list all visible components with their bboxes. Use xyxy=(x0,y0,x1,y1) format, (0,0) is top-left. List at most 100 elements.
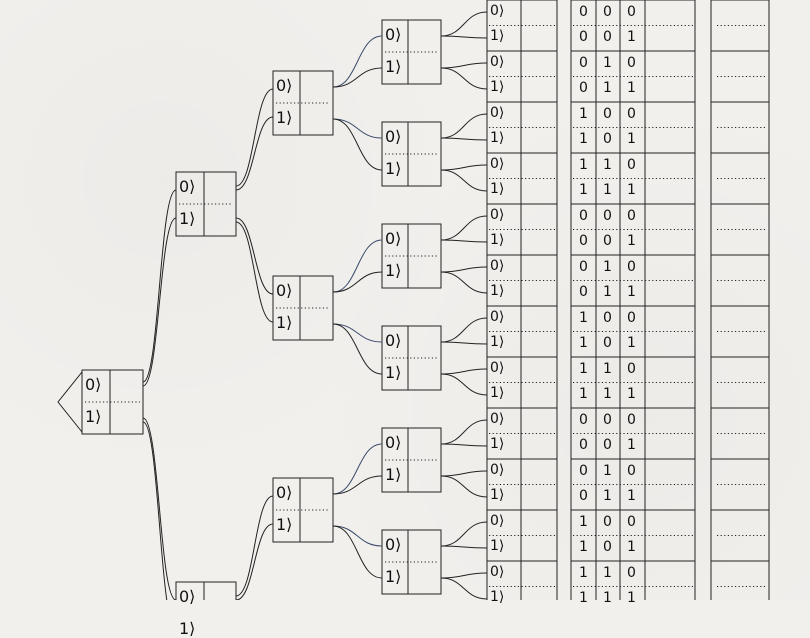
level3-qubit-node-0-ket-zero: 0⟩ xyxy=(385,25,402,45)
level3-link-4-1-b xyxy=(440,475,488,498)
basis-cell-4-bit-1-2: 1 xyxy=(627,233,636,249)
level3-link-1-1-b xyxy=(440,169,488,192)
basis-cell-2-bit-1-1: 0 xyxy=(603,131,612,147)
basis-cell-5-bit-0-2: 0 xyxy=(627,259,636,275)
basis-cell-8-bit-0-0: 0 xyxy=(579,412,588,428)
level1-qubit-node-1 xyxy=(175,581,237,600)
level3-qubit-node-0-ket-one: 1⟩ xyxy=(385,57,402,77)
level2-link-5-b xyxy=(332,525,383,579)
level2-qubit-node-1 xyxy=(272,275,334,341)
basis-cell-2-bit-0-1: 0 xyxy=(603,106,612,122)
basis-cell-6-bit-0-2: 0 xyxy=(627,310,636,326)
level2-qubit-node-2 xyxy=(272,477,334,543)
level3-link-2-1-a xyxy=(440,266,488,273)
basis-cell-7-bit-1-0: 1 xyxy=(579,386,588,402)
basis-cell-8-bit-0-2: 0 xyxy=(627,412,636,428)
level1-link-0-b xyxy=(235,116,274,191)
outer-cell-11 xyxy=(710,560,770,600)
basis-cell-7-bit-1-2: 1 xyxy=(627,386,636,402)
basis-cell-4-bit-1-1: 0 xyxy=(603,233,612,249)
level4-cell-2-ket-one: 1⟩ xyxy=(490,130,505,146)
root-link-1-b xyxy=(142,421,168,600)
basis-cell-5-bit-0-1: 1 xyxy=(603,259,612,275)
basis-cell-7-bit-1-1: 1 xyxy=(603,386,612,402)
level4-cell-11 xyxy=(486,560,558,600)
level2-qubit-node-1-ket-zero: 0⟩ xyxy=(276,281,293,301)
basis-cell-6-bit-1-1: 0 xyxy=(603,335,612,351)
basis-cell-8-bit-1-0: 0 xyxy=(579,437,588,453)
basis-cell-1-bit-1-2: 1 xyxy=(627,80,636,96)
basis-cell-5-bit-1-2: 1 xyxy=(627,284,636,300)
level4-cell-5-ket-one: 1⟩ xyxy=(490,283,505,299)
basis-cell-11-bit-0-1: 1 xyxy=(603,565,612,581)
level3-link-2-0-a xyxy=(440,215,488,241)
level3-qubit-node-1-ket-zero: 0⟩ xyxy=(385,127,402,147)
level3-qubit-node-4-ket-zero: 0⟩ xyxy=(385,433,402,453)
basis-cell-9-bit-1-1: 1 xyxy=(603,488,612,504)
level2-qubit-node-0 xyxy=(272,70,334,136)
basis-cell-2-bit-1-2: 1 xyxy=(627,131,636,147)
level3-link-0-0-a xyxy=(440,11,488,37)
level2-link-1-a xyxy=(332,118,383,139)
basis-cell-9-bit-1-0: 0 xyxy=(579,488,588,504)
level4-cell-3-ket-zero: 0⟩ xyxy=(490,156,505,172)
level3-link-2-0-b xyxy=(440,239,488,243)
root-qubit-node-ket-one: 1⟩ xyxy=(85,407,102,427)
level1-link-1-b xyxy=(235,221,274,323)
level2-link-4-a xyxy=(332,443,383,495)
level2-link-3-b xyxy=(332,323,383,375)
basis-cell-4-bit-0-2: 0 xyxy=(627,208,636,224)
basis-cell-11-bit-1-0: 1 xyxy=(579,590,588,606)
basis-cell-9-bit-0-0: 0 xyxy=(579,463,588,479)
basis-cell-4-bit-0-0: 0 xyxy=(579,208,588,224)
basis-cell-6-bit-1-0: 1 xyxy=(579,335,588,351)
level4-cell-4-ket-one: 1⟩ xyxy=(490,232,505,248)
level4-cell-8-ket-zero: 0⟩ xyxy=(490,411,505,427)
root-qubit-node xyxy=(81,369,144,435)
basis-cell-0-bit-1-1: 0 xyxy=(603,29,612,45)
level4-cell-10-ket-one: 1⟩ xyxy=(490,538,505,554)
basis-cell-10-bit-0-1: 0 xyxy=(603,514,612,530)
basis-cell-2-bit-0-0: 1 xyxy=(579,106,588,122)
level4-cell-1-ket-one: 1⟩ xyxy=(490,79,505,95)
basis-cell-0-bit-0-2: 0 xyxy=(627,4,636,20)
level1-qubit-node-0 xyxy=(175,171,237,237)
level4-cell-4-ket-zero: 0⟩ xyxy=(490,207,505,223)
basis-cell-10-bit-1-0: 1 xyxy=(579,539,588,555)
basis-cell-2-bit-0-2: 0 xyxy=(627,106,636,122)
level2-qubit-node-0-ket-zero: 0⟩ xyxy=(276,76,293,96)
level2-qubit-node-2-ket-one: 1⟩ xyxy=(276,515,293,535)
level3-link-1-0-a xyxy=(440,113,488,139)
basis-cell-1-bit-1-1: 1 xyxy=(603,80,612,96)
basis-cell-9-bit-0-1: 1 xyxy=(603,463,612,479)
level4-cell-6-ket-zero: 0⟩ xyxy=(490,309,505,325)
level3-link-1-1-a xyxy=(440,164,488,171)
level3-link-4-0-b xyxy=(440,443,488,447)
level4-cell-7-ket-one: 1⟩ xyxy=(490,385,505,401)
basis-cell-8-bit-0-1: 0 xyxy=(603,412,612,428)
basis-cell-1-bit-0-0: 0 xyxy=(579,55,588,71)
level3-qubit-node-0 xyxy=(381,19,442,85)
basis-cell-2-bit-1-0: 1 xyxy=(579,131,588,147)
level2-qubit-node-2-ket-zero: 0⟩ xyxy=(276,483,293,503)
level2-link-4-b xyxy=(332,475,383,495)
level3-link-0-0-b xyxy=(440,35,488,39)
level4-cell-7-ket-zero: 0⟩ xyxy=(490,360,505,376)
level3-qubit-node-3-ket-zero: 0⟩ xyxy=(385,331,402,351)
basis-cell-1-bit-0-2: 0 xyxy=(627,55,636,71)
level3-link-3-1-a xyxy=(440,368,488,375)
level1-link-1-a xyxy=(235,217,274,295)
level4-cell-9-ket-one: 1⟩ xyxy=(490,487,505,503)
basis-cell-4-bit-1-0: 0 xyxy=(579,233,588,249)
level3-link-1-0-b xyxy=(440,137,488,141)
basis-cell-6-bit-0-0: 1 xyxy=(579,310,588,326)
basis-cell-7-bit-0-0: 1 xyxy=(579,361,588,377)
level3-link-4-1-a xyxy=(440,470,488,477)
qubit-branching-tree xyxy=(57,0,770,600)
level4-cell-11-ket-one: 1⟩ xyxy=(490,589,505,605)
level3-link-3-1-b xyxy=(440,373,488,396)
level1-qubit-node-1-ket-one: 1⟩ xyxy=(179,619,196,638)
level2-qubit-node-0-ket-one: 1⟩ xyxy=(276,108,293,128)
basis-cell-4-bit-0-1: 0 xyxy=(603,208,612,224)
basis-cell-3-bit-0-2: 0 xyxy=(627,157,636,173)
